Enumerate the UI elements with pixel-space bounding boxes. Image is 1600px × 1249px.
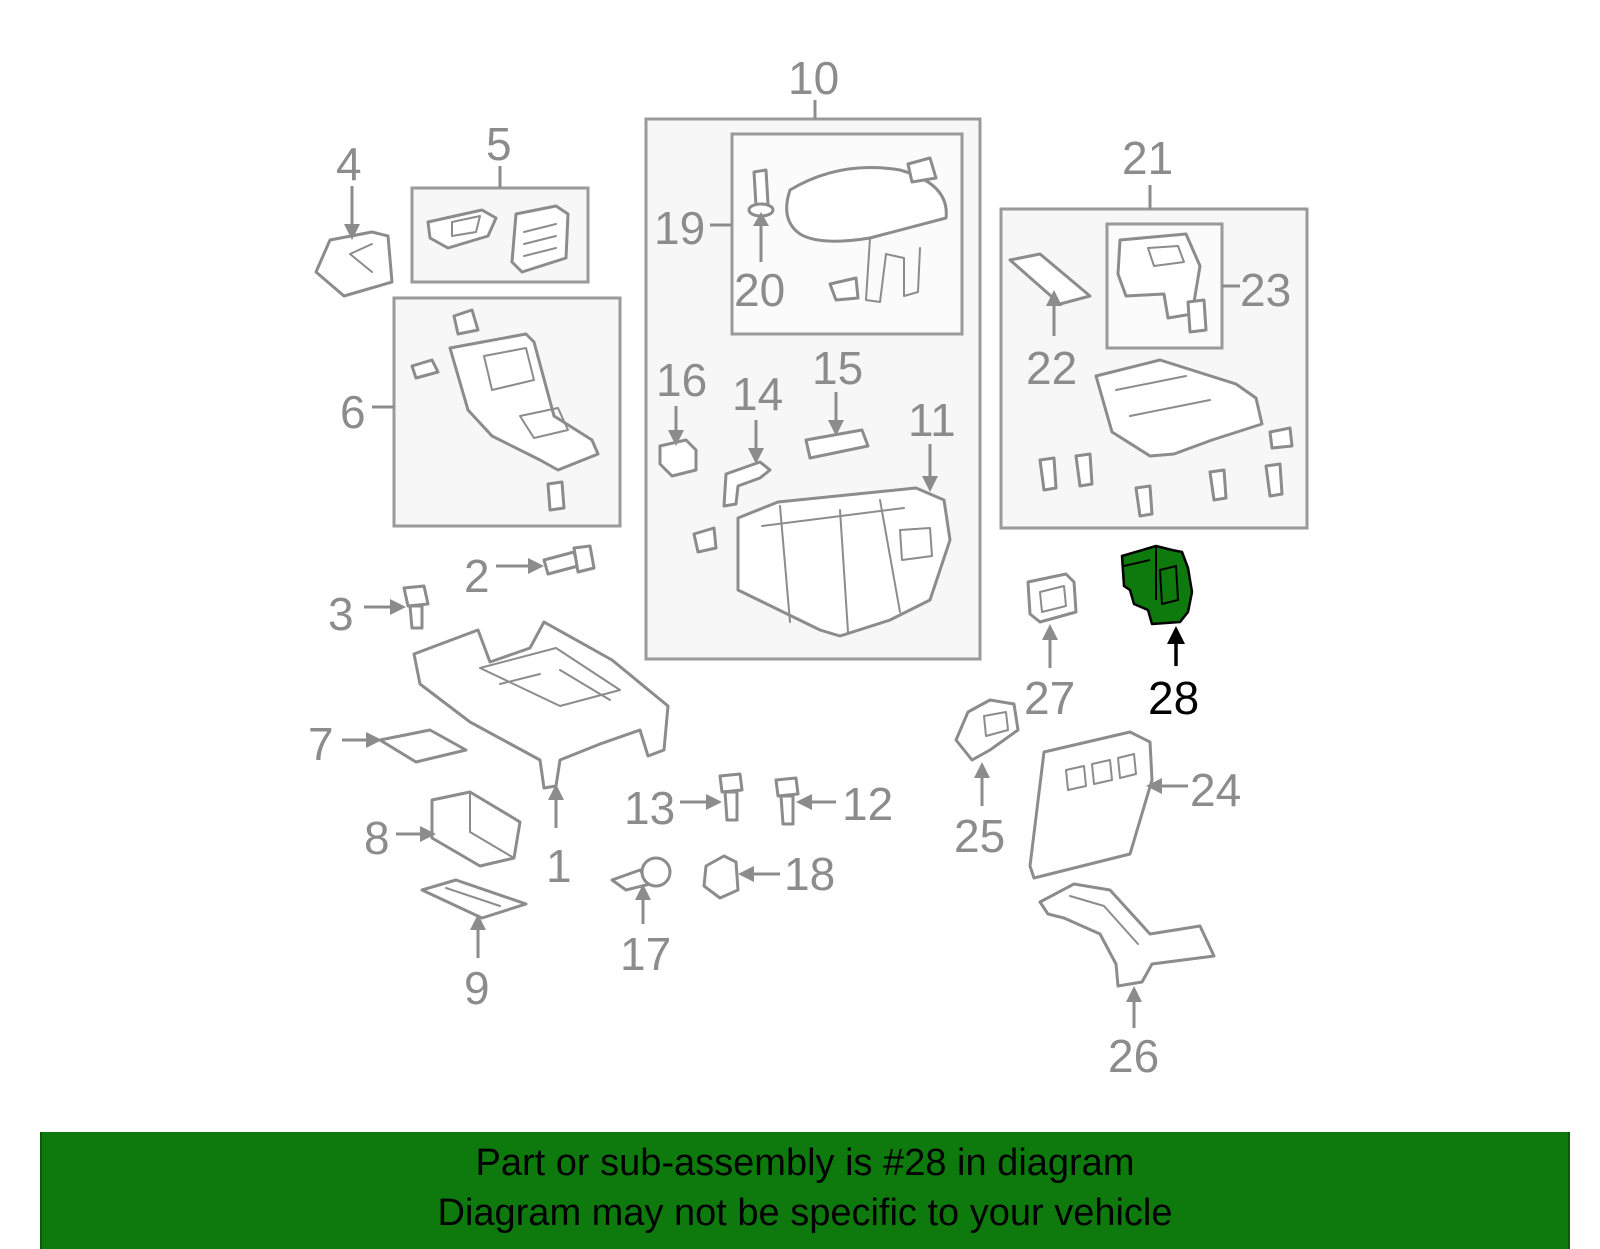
part-28-highlighted-switch[interactable] [1120, 544, 1194, 626]
callout-17: 17 [620, 928, 671, 980]
callout-19: 19 [654, 202, 705, 254]
part-7-pad [378, 728, 468, 764]
part-16-clip [658, 438, 698, 478]
callout-11: 11 [908, 394, 956, 446]
callout-25: 25 [954, 810, 1005, 862]
part-18-clip [702, 854, 740, 900]
callout-10: 10 [788, 52, 839, 104]
part-6-console-top [410, 308, 600, 512]
callout-24: 24 [1190, 764, 1241, 816]
callout-7: 7 [308, 718, 334, 770]
part-26-duct [1038, 882, 1216, 988]
callout-27: 27 [1024, 672, 1075, 724]
callout-1: 1 [546, 840, 572, 892]
part-11-console-box [692, 486, 952, 638]
callout-2: 2 [464, 550, 490, 602]
callout-12: 12 [842, 778, 893, 830]
callout-8: 8 [364, 812, 390, 864]
callout-5: 5 [486, 118, 512, 170]
callout-21: 21 [1122, 132, 1173, 184]
part-3-bolt [402, 584, 430, 630]
callout-26: 26 [1108, 1030, 1159, 1082]
callout-16: 16 [656, 354, 707, 406]
callout-23: 23 [1240, 264, 1291, 316]
part-24-trim-panel [1028, 730, 1154, 880]
info-banner: Part or sub-assembly is #28 in diagram D… [40, 1132, 1570, 1249]
callout-9: 9 [464, 962, 490, 1014]
callout-6: 6 [340, 386, 366, 438]
part-12-bolt [774, 776, 800, 826]
part-13-bolt [718, 772, 744, 822]
part-17-clip [610, 856, 672, 892]
callout-18: 18 [784, 848, 835, 900]
part-9-mat [420, 878, 528, 920]
part-15-pad [804, 428, 870, 460]
callout-15: 15 [812, 342, 863, 394]
part-27-switch [1026, 572, 1078, 624]
leader-lines [342, 100, 1240, 1028]
part-20-screw [747, 168, 775, 218]
callout-4: 4 [336, 138, 362, 190]
callout-3: 3 [328, 588, 354, 640]
part-21-console-panel [1038, 358, 1294, 518]
part-25-switch [954, 698, 1020, 762]
callout-28-highlighted: 28 [1148, 672, 1199, 724]
part-22-strip [1008, 252, 1092, 306]
part-19-armrest-lid [785, 156, 948, 303]
part-1-console-body [412, 620, 670, 790]
part-14-bracket [722, 460, 772, 508]
part-4-trim-panel [314, 230, 394, 298]
banner-line-2: Diagram may not be specific to your vehi… [437, 1192, 1173, 1234]
part-5-switch-panels [426, 204, 570, 274]
callout-20: 20 [734, 264, 785, 316]
callout-13: 13 [624, 782, 675, 834]
callout-14: 14 [732, 368, 783, 420]
callout-22: 22 [1026, 342, 1077, 394]
part-2-bolt [542, 544, 596, 576]
part-23-cover [1116, 232, 1208, 334]
banner-line-1: Part or sub-assembly is #28 in diagram [475, 1142, 1135, 1184]
part-8-bracket [430, 790, 522, 868]
